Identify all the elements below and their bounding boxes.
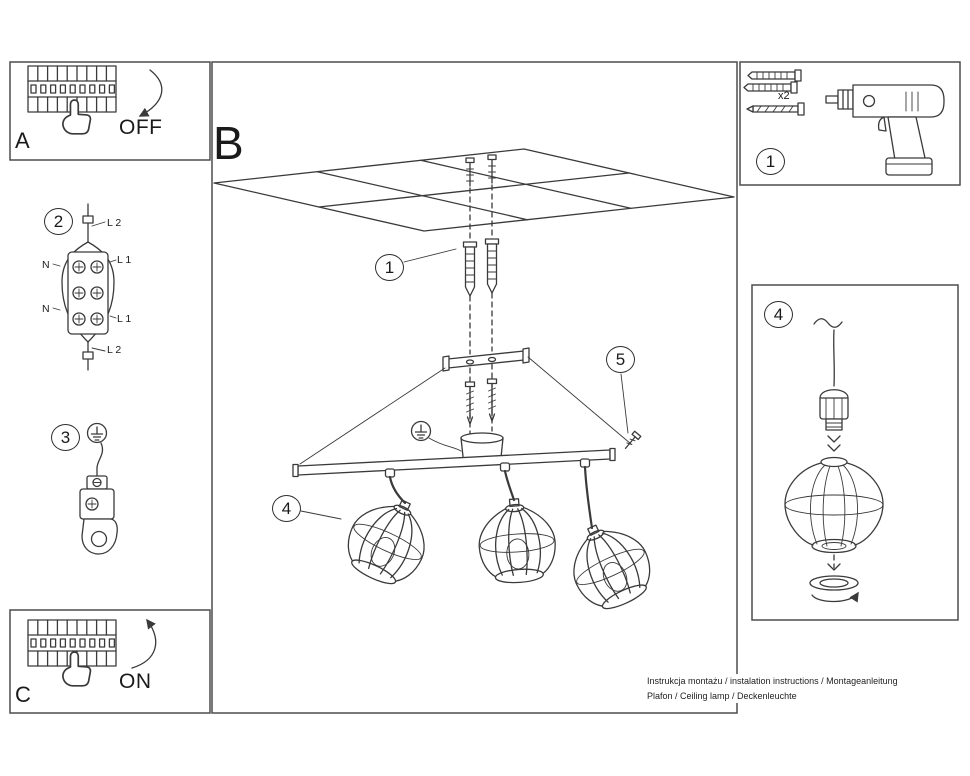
insert-arrow-icon: [827, 435, 841, 443]
wire-label-n-lower: N: [42, 303, 50, 315]
earth-wire-illustration: [410, 420, 462, 452]
wire-label-l1-lower: L 1: [117, 313, 132, 325]
cage-shade-right: [556, 510, 663, 620]
mounting-bracket-illustration: [442, 347, 530, 372]
switch-state-off: OFF: [119, 116, 163, 139]
insert-arrow-icon: [827, 563, 841, 571]
box-step1-frame: [739, 61, 961, 186]
shade-assembly-illustration: [784, 318, 884, 603]
breaker-on-illustration: [27, 618, 157, 687]
wiring-terminal-illustration: [52, 203, 117, 371]
step-badge-4-box: 4: [764, 301, 793, 328]
breaker-off-illustration: [27, 65, 163, 135]
ceiling-panel-illustration: [213, 148, 735, 232]
insert-arrow-icon: [827, 444, 841, 452]
section-label-a: A: [15, 128, 30, 153]
wire-label-l1-upper: L 1: [117, 254, 132, 266]
wire-label-l2-bottom: L 2: [107, 344, 122, 356]
step-badge-5: 5: [606, 346, 635, 373]
fixing-screws-illustration: [464, 378, 498, 425]
cage-shade-middle: [475, 495, 559, 586]
wall-anchors-illustration: [462, 238, 500, 297]
off-arrow-icon: [138, 69, 163, 117]
step-badge-1-main: 1: [375, 254, 404, 281]
cage-shade-left: [335, 485, 442, 595]
step-badge-4-main: 4: [272, 495, 301, 522]
drill-illustration: [825, 84, 945, 176]
anchor-count-label: x2: [778, 90, 790, 102]
rotate-arrow-icon: [811, 591, 859, 603]
step-badge-1-box: 1: [756, 148, 785, 175]
box-c-frame: [9, 609, 211, 714]
switch-state-on: ON: [119, 670, 152, 693]
step-badge-2: 2: [44, 208, 73, 235]
section-label-b: B: [213, 117, 244, 169]
box-a-frame: [9, 61, 211, 161]
earth-icon: [86, 422, 108, 444]
anchor-pair-illustration: [743, 69, 805, 116]
footer-line-2: Plafon / Ceiling lamp / Deckenleuchte: [647, 690, 797, 701]
wire-label-l2-top: L 2: [107, 217, 122, 229]
box-step4-frame: [751, 284, 959, 621]
lamp-fixture-illustration: [292, 432, 663, 620]
section-label-c: C: [15, 682, 31, 707]
guide-lines: [299, 356, 632, 465]
wire-label-n-upper: N: [42, 259, 50, 271]
side-screw-illustration: [624, 430, 642, 450]
box-b-frame: [211, 61, 738, 714]
on-arrow-icon: [131, 618, 157, 669]
panel-frames: [9, 61, 961, 714]
footer-line-1: Instrukcja montażu / instalation instruc…: [647, 676, 898, 686]
earth-icon: [410, 420, 432, 442]
step-badge-3: 3: [51, 424, 80, 451]
cable-squiggle: [813, 318, 843, 328]
cable-clamp-illustration: [79, 422, 118, 555]
callout-leader-lines: [300, 248, 629, 520]
footer-caption: Instrukcja montażu / instalation instruc…: [645, 674, 900, 703]
